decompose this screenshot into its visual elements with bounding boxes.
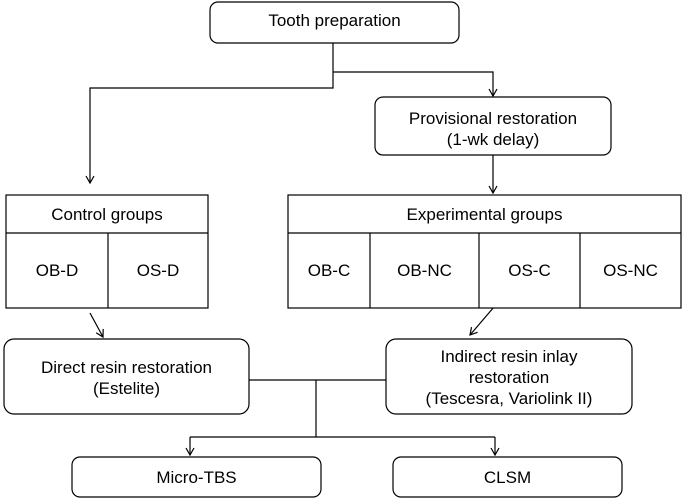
control-groups-title: Control groups bbox=[51, 205, 163, 224]
direct-resin-label-line1: Direct resin restoration bbox=[41, 358, 212, 377]
micro-tbs-node: Micro-TBS bbox=[71, 456, 322, 498]
control-cell-os-d: OS-D bbox=[137, 261, 180, 280]
micro-tbs-label: Micro-TBS bbox=[156, 468, 236, 487]
arrow-to-indirect-resin bbox=[469, 306, 495, 336]
experimental-cell-os-c: OS-C bbox=[508, 261, 551, 280]
arrow-to-direct-resin bbox=[89, 312, 104, 339]
control-groups-node: Control groups OB-D OS-D bbox=[5, 194, 209, 309]
provisional-restoration-node: Provisional restoration (1-wk delay) bbox=[374, 96, 612, 156]
indirect-resin-label-line2: restoration bbox=[469, 368, 549, 387]
experimental-groups-node: Experimental groups OB-C OB-NC OS-C OS-N… bbox=[287, 194, 682, 309]
tooth-preparation-label: Tooth preparation bbox=[268, 11, 400, 30]
experimental-groups-title: Experimental groups bbox=[407, 205, 563, 224]
experimental-cell-ob-nc: OB-NC bbox=[397, 261, 452, 280]
clsm-node: CLSM bbox=[392, 456, 623, 498]
provisional-restoration-label-line1: Provisional restoration bbox=[409, 109, 577, 128]
indirect-resin-node: Indirect resin inlay restoration (Tesces… bbox=[385, 338, 633, 415]
connectors bbox=[85, 42, 500, 457]
indirect-resin-label-line3: (Tescesra, Variolink II) bbox=[426, 389, 593, 408]
experimental-cell-ob-c: OB-C bbox=[308, 261, 351, 280]
tooth-preparation-node: Tooth preparation bbox=[209, 1, 460, 44]
direct-resin-node: Direct resin restoration (Estelite) bbox=[3, 338, 250, 415]
control-cell-ob-d: OB-D bbox=[36, 261, 79, 280]
provisional-restoration-label-line2: (1-wk delay) bbox=[447, 130, 540, 149]
arrow-to-provisional-restoration bbox=[333, 71, 498, 98]
arrow-to-control-groups bbox=[85, 42, 334, 185]
clsm-label: CLSM bbox=[484, 468, 531, 487]
experimental-cell-os-nc: OS-NC bbox=[603, 261, 658, 280]
direct-resin-label-line2: (Estelite) bbox=[93, 379, 160, 398]
indirect-resin-label-line1: Indirect resin inlay bbox=[440, 347, 578, 366]
